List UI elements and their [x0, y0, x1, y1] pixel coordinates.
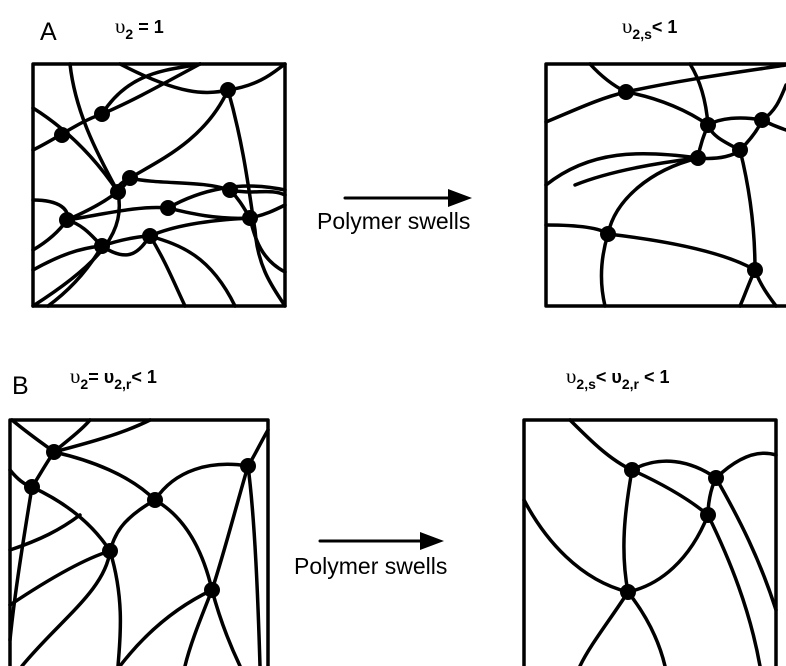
crosslink-node — [160, 200, 176, 216]
crosslink-node — [102, 543, 118, 559]
crosslink-node — [24, 479, 40, 495]
crosslink-node — [54, 127, 70, 143]
crosslink-node — [240, 458, 256, 474]
panel-b-letter: B — [12, 372, 29, 401]
crosslink-node — [110, 184, 126, 200]
network-b-after — [524, 420, 776, 666]
crosslink-node — [204, 582, 220, 598]
crosslink-node — [94, 106, 110, 122]
panel-b-before-label: υ2= υ2,r< 1 — [70, 364, 157, 389]
crosslink-node — [242, 210, 258, 226]
crosslink-node — [690, 150, 706, 166]
panel-a-before-label: υ2 = 1 — [115, 14, 164, 39]
crosslink-node — [222, 182, 238, 198]
network-a-before — [33, 64, 285, 306]
crosslink-node — [46, 444, 62, 460]
arrow-a — [345, 189, 472, 207]
crosslink-node — [147, 492, 163, 508]
crosslink-node — [747, 262, 763, 278]
panel-b-arrow-caption: Polymer swells — [294, 553, 447, 580]
arrow-b-head — [420, 532, 444, 550]
crosslink-node — [700, 507, 716, 523]
crosslink-node — [94, 238, 110, 254]
crosslink-node — [700, 117, 716, 133]
crosslink-node — [59, 212, 75, 228]
panel-a-after-label: υ2,s< 1 — [622, 14, 677, 39]
crosslink-node — [142, 228, 158, 244]
crosslink-node — [754, 112, 770, 128]
crosslink-node — [122, 170, 138, 186]
crosslink-node — [624, 462, 640, 478]
crosslink-node — [732, 142, 748, 158]
arrow-b — [320, 532, 444, 550]
panel-a-letter: A — [40, 18, 57, 47]
crosslink-node — [220, 82, 236, 98]
arrow-a-head — [448, 189, 472, 207]
panel-a-arrow-caption: Polymer swells — [317, 208, 470, 235]
panel-b-after-label: υ2,s< υ2,r < 1 — [566, 364, 670, 389]
crosslink-node — [600, 226, 616, 242]
crosslink-node — [618, 84, 634, 100]
crosslink-node — [708, 470, 724, 486]
crosslink-node — [620, 584, 636, 600]
